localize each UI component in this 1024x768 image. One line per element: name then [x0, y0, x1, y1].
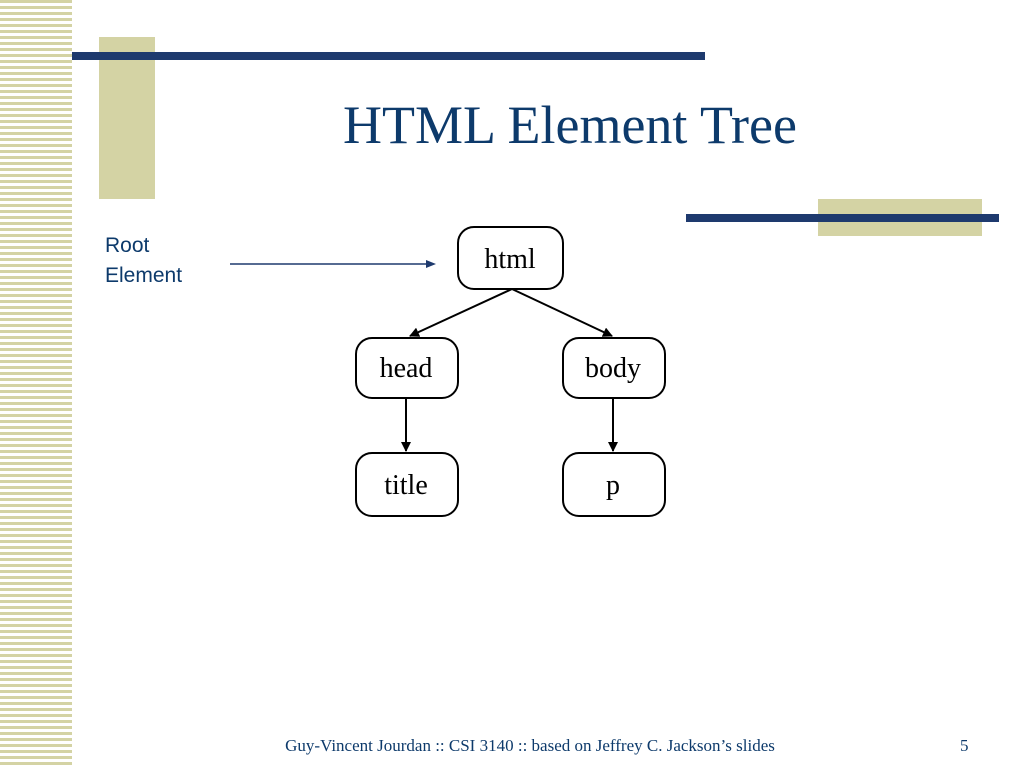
left-stripe-decoration: [0, 0, 72, 768]
root-element-label: Root Element: [105, 231, 225, 291]
node-body: body: [562, 337, 666, 399]
node-p: p: [562, 452, 666, 517]
khaki-block-decoration: [99, 37, 155, 199]
root-pointer-arrow: [230, 260, 436, 268]
root-label-line2: Element: [105, 264, 183, 287]
edge-html-body: [511, 288, 613, 337]
element-tree-diagram: html head body title p: [355, 226, 666, 517]
node-html-label: html: [484, 244, 536, 275]
node-body-label: body: [585, 353, 641, 384]
page-number: 5: [960, 736, 969, 755]
node-html: html: [457, 226, 564, 290]
navy-bar-top-decoration: [72, 52, 705, 60]
node-title: title: [355, 452, 459, 517]
node-p-label: p: [606, 470, 620, 501]
slide-title: HTML Element Tree: [343, 95, 797, 155]
node-title-label: title: [384, 470, 428, 501]
node-head-label: head: [380, 353, 433, 384]
navy-bar-right-decoration: [686, 214, 999, 222]
edge-html-head: [409, 288, 513, 337]
slide-footer: Guy-Vincent Jourdan :: CSI 3140 :: based…: [285, 736, 775, 755]
root-label-line1: Root: [105, 234, 150, 257]
node-head: head: [355, 337, 459, 399]
